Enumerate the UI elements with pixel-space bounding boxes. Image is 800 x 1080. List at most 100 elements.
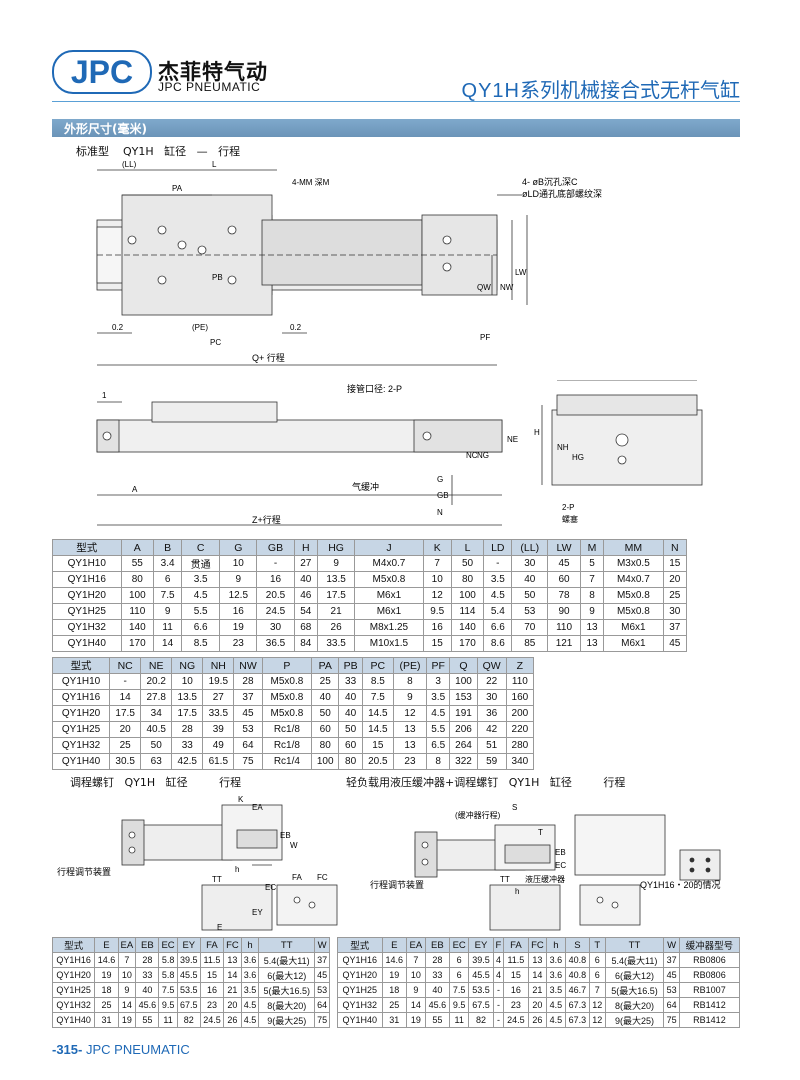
table-cell: 9 (219, 571, 258, 588)
table-cell: 15 (503, 967, 529, 983)
table-cell: 63 (140, 753, 173, 770)
column-header: NH (202, 657, 235, 674)
column-header: 型式 (337, 937, 383, 953)
table-cell: 8 (579, 587, 605, 604)
footer-brand: JPC PNEUMATIC (85, 1042, 190, 1057)
dim-g: G (437, 475, 443, 484)
table-cell: 23 (199, 997, 225, 1013)
table-cell: 45 (663, 967, 680, 983)
table-cell: 34 (140, 705, 173, 722)
table-cell: 30.5 (109, 753, 142, 770)
table-cell: 53 (511, 603, 549, 620)
table-cell: 6 (589, 967, 606, 983)
table-cell: QY1H20 (337, 967, 383, 983)
table-cell: 206 (449, 721, 478, 738)
series-title: 系列机械接合式无杆气缸 (520, 78, 740, 102)
table-cell: 25 (311, 673, 340, 690)
table-cell: QY1H40 (52, 635, 122, 652)
table-cell: M5x0.8 (603, 603, 664, 620)
table-cell: 20.5 (256, 587, 295, 604)
top-view-drawing: (LL) L PA 4-MM 深M 4- øB沉孔深C øLD通孔底部螺纹深 P… (96, 160, 602, 366)
table-cell: 33 (424, 967, 451, 983)
table-cell: 3 (426, 673, 451, 690)
table-cell: 11 (158, 1012, 178, 1028)
table-cell: 16 (219, 603, 258, 620)
table-cell: 100 (311, 753, 340, 770)
label-b-counterbore: 4- øB沉孔深C (522, 177, 578, 187)
table-cell: 6.6 (181, 619, 221, 636)
dim-ne: NE (507, 435, 518, 444)
label-cushion: 气缓冲 (352, 481, 379, 492)
table-cell: 100 (449, 673, 478, 690)
table-cell: 50 (450, 555, 485, 572)
column-header: QW (476, 657, 507, 674)
table-cell: 46 (293, 587, 319, 604)
table-cell: 45.6 (135, 997, 160, 1013)
table-cell: 39 (202, 721, 235, 738)
table-cell: 280 (505, 737, 535, 754)
table-cell: 45 (547, 555, 581, 572)
table-cell: 3.5 (483, 571, 513, 588)
column-header: A (120, 539, 155, 556)
column-header: C (181, 539, 221, 556)
table-cell: 4 (492, 967, 505, 983)
table-cell: 64 (314, 997, 330, 1013)
dim-gb: GB (437, 491, 449, 500)
table-cell: RB0806 (678, 967, 741, 983)
table-cell: M5x0.8 (603, 587, 664, 604)
table-cell: 26 (223, 1012, 242, 1028)
table-cell: QY1H32 (51, 737, 111, 754)
table-cell: 16 (256, 571, 295, 588)
table-cell: 16 (503, 982, 529, 998)
table-cell: QY1H32 (337, 997, 383, 1013)
table-cell: 12 (392, 705, 428, 722)
table-cell: 30 (256, 619, 295, 636)
table-cell: 30 (662, 603, 688, 620)
brand-name-cn: 杰菲特气动 (158, 60, 268, 84)
table-cell: 40 (311, 689, 340, 706)
table-cell: 31 (381, 1012, 408, 1028)
table-cell: 28 (233, 673, 263, 690)
column-header: PB (338, 657, 363, 674)
table-cell: 25 (109, 737, 142, 754)
column-header: LW (547, 539, 581, 556)
table-cell: 50 (338, 721, 363, 738)
dim-gap1: 0.2 (112, 323, 124, 332)
table-cell: 61.5 (202, 753, 235, 770)
table-cell: 13 (223, 952, 242, 968)
table-cell: 26 (316, 619, 356, 636)
table-cell: QY1H25 (51, 982, 96, 998)
table-cell: Rc1/8 (261, 721, 313, 738)
table-cell: 5.8 (158, 952, 178, 968)
label-port: 接管口径: 2-P (347, 383, 402, 394)
table-cell: 12 (422, 587, 452, 604)
table-cell: 30 (476, 689, 507, 706)
table-cell: 3.6 (240, 967, 260, 983)
table-cell: 28 (135, 952, 160, 968)
dim-h-small: h (235, 865, 239, 874)
table-cell: 9(最大25) (604, 1012, 665, 1028)
table-cell: 160 (505, 689, 535, 706)
table-cell: 37 (233, 689, 263, 706)
column-header: W (663, 937, 680, 953)
table-cell: 40 (424, 982, 451, 998)
column-header: M (579, 539, 605, 556)
section-bar: 外形尺寸(毫米) (52, 119, 740, 137)
column-header: 型式 (51, 937, 96, 953)
table-cell: 67.3 (564, 1012, 591, 1028)
table-cell: 53.5 (468, 982, 494, 998)
table-cell: 50 (511, 587, 549, 604)
table-cell: 13.5 (171, 689, 204, 706)
dim-ea: EA (252, 803, 263, 812)
table-cell: 140 (450, 619, 485, 636)
dim-tt-right: TT (500, 875, 510, 884)
table-cell: M5x0.8 (261, 689, 313, 706)
table-cell: M6x1 (603, 619, 664, 636)
table-cell: 45 (233, 705, 263, 722)
table-cell: 110 (120, 603, 155, 620)
